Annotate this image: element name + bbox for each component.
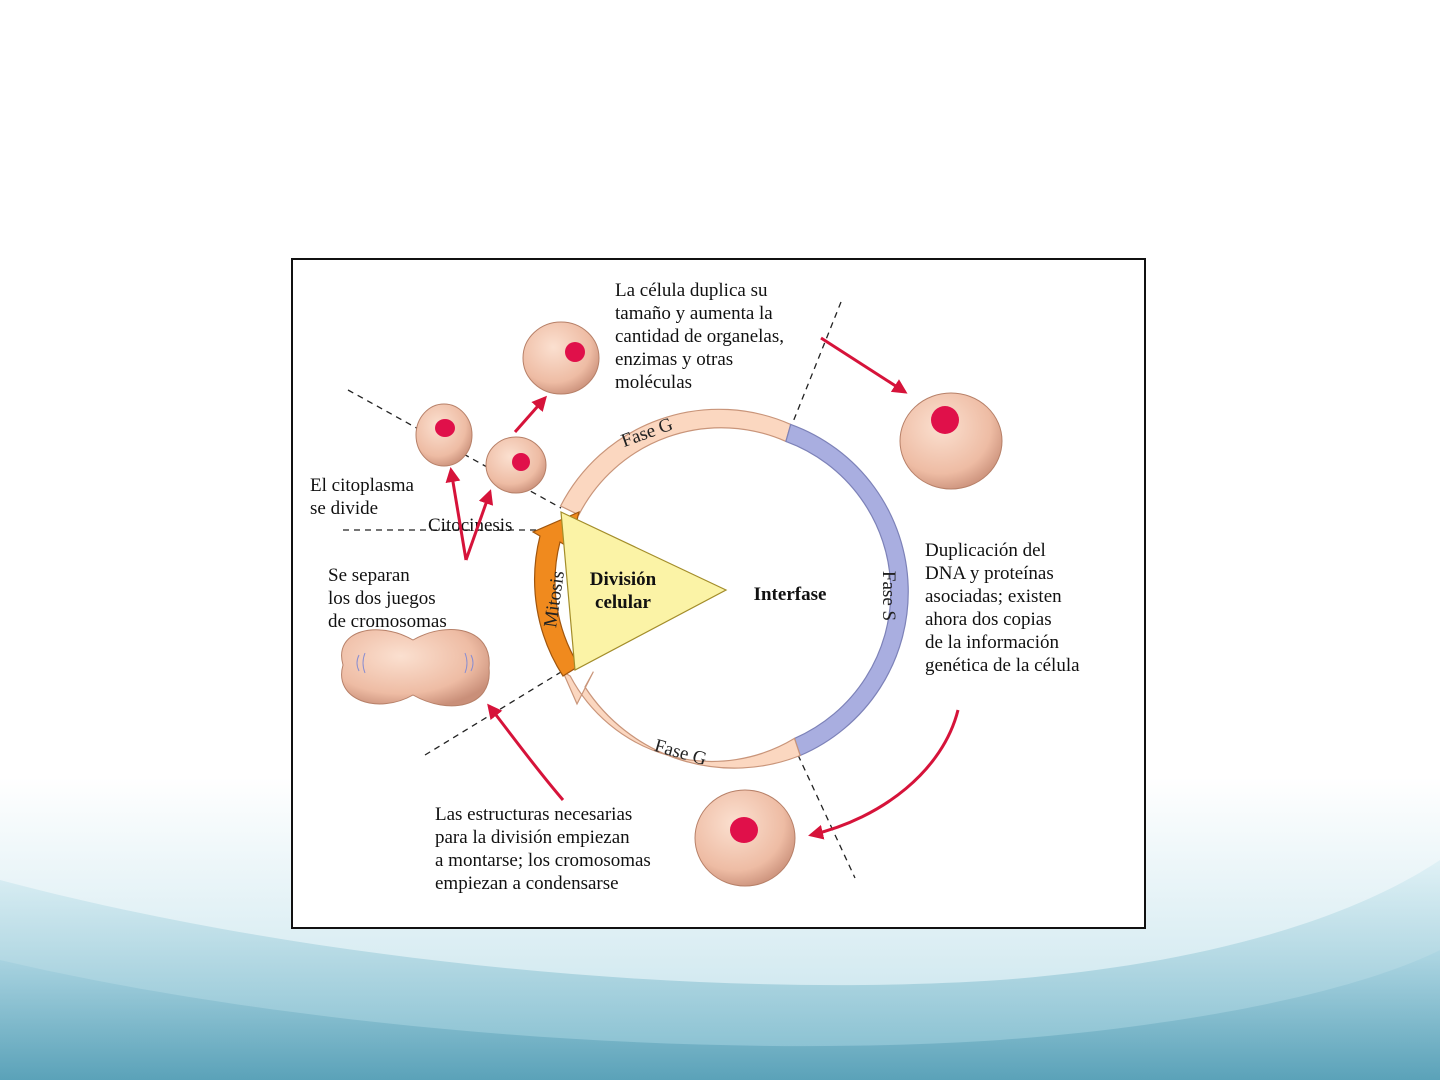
annotation-chromosomes: Se separan los dos juegos de cromosomas (328, 565, 447, 632)
cell-g1-large (522, 321, 600, 395)
annotation-line: enzimas y otras (615, 349, 733, 370)
annotation-line: de cromosomas (328, 611, 447, 632)
cell-s-phase (899, 392, 1003, 490)
arrow-g2-to-mitosis (487, 703, 565, 801)
cell-cycle-diagram: División celular Interfase Fase G Fase S… (310, 280, 1080, 894)
annotation-line: genética de la célula (925, 655, 1080, 676)
annotation-line: los dos juegos (328, 588, 436, 609)
annotation-cytoplasm: El citoplasma se divide (310, 475, 415, 519)
cell-g2-phase (694, 789, 796, 887)
center-label-line1: División (590, 569, 657, 590)
annotation-g1-growth: La célula duplica su tamaño y aumenta la… (615, 280, 784, 393)
cell-cycle-figure: División celular Interfase Fase G Fase S… (291, 258, 1146, 929)
annotation-line: asociadas; existen (925, 586, 1062, 607)
annotation-line: tamaño y aumenta la (615, 303, 773, 324)
annotation-line: a montarse; los cromosomas (435, 850, 651, 871)
arrow-s-to-g2 (808, 709, 960, 840)
divider-line (792, 301, 842, 423)
annotation-line: para la división empiezan (435, 827, 630, 848)
annotation-line: ahora dos copias (925, 609, 1052, 630)
interphase-label: Interfase (754, 584, 827, 605)
cytokinesis-label: Citocinesis (428, 515, 512, 536)
annotation-line: empiezan a condensarse (435, 873, 619, 894)
cell-after-division-1 (415, 403, 473, 467)
annotation-line: cantidad de organelas, (615, 326, 784, 347)
g1-phase-band (559, 408, 792, 516)
annotation-line: La célula duplica su (615, 280, 768, 301)
annotation-line: Las estructuras necesarias (435, 804, 632, 825)
annotation-s-replication: Duplicación del DNA y proteínas asociada… (925, 540, 1080, 676)
division-wedge (560, 511, 728, 671)
g2-phase-label: Fase G (652, 735, 709, 770)
arrow-division-to-cell2 (464, 489, 494, 561)
annotation-line: DNA y proteínas (925, 563, 1054, 584)
divider-line (797, 754, 856, 879)
s-phase-label: Fase S (878, 571, 899, 621)
annotation-line: de la información (925, 632, 1060, 653)
arrow-cell2-to-large (513, 395, 547, 433)
annotation-g2-preparation: Las estructuras necesarias para la divis… (435, 804, 651, 894)
cell-after-division-2 (485, 436, 547, 494)
annotation-line: se divide (310, 498, 378, 519)
arrow-growth-to-s (820, 336, 908, 394)
center-label-line2: celular (595, 592, 651, 613)
mitosis-band (531, 510, 580, 677)
annotation-line: moléculas (615, 372, 692, 393)
annotation-line: Se separan (328, 565, 410, 586)
arrow-division-to-cell1 (445, 467, 468, 561)
annotation-line: Duplicación del (925, 540, 1046, 561)
cell-dividing (341, 628, 490, 707)
annotation-line: El citoplasma (310, 475, 415, 496)
